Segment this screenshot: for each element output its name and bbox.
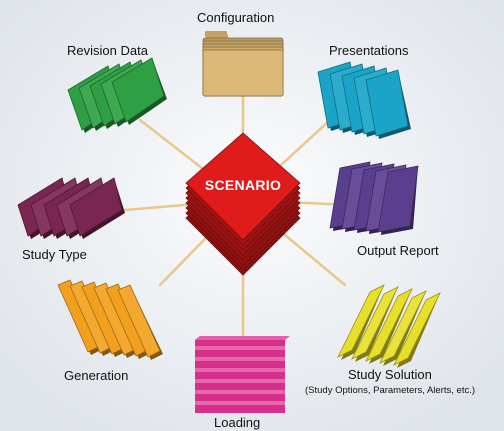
label-presentations: Presentations xyxy=(329,43,409,58)
sheet xyxy=(379,290,427,364)
configuration-folder-icon xyxy=(202,31,284,97)
sheet xyxy=(111,57,165,123)
sheet xyxy=(117,284,161,358)
sheet xyxy=(365,288,413,362)
label-configuration: Configuration xyxy=(197,10,275,25)
label-study-type: Study Type xyxy=(22,247,87,262)
generation-stack-icon xyxy=(57,279,163,360)
block-stripe xyxy=(195,368,285,372)
block-stripe xyxy=(195,346,285,350)
scenario-center-node xyxy=(185,132,301,276)
label-study-solution-sub: (Study Options, Parameters, Alerts, etc.… xyxy=(305,385,476,396)
study-solution-stack-icon xyxy=(337,284,441,368)
label-loading: Loading xyxy=(214,415,261,430)
label-output-report: Output Report xyxy=(357,243,439,258)
label-revision-data: Revision Data xyxy=(67,43,148,58)
sheet xyxy=(351,286,399,360)
label-generation: Generation xyxy=(64,368,129,383)
sheet xyxy=(365,69,409,137)
revision-data-stack-icon xyxy=(67,57,167,133)
sheet xyxy=(69,177,123,237)
block-stripe xyxy=(195,401,285,405)
sheet xyxy=(377,165,419,233)
diamond-top xyxy=(185,132,301,241)
presentations-stack-icon xyxy=(317,61,411,139)
block-top xyxy=(195,336,290,340)
block-stripe xyxy=(195,390,285,394)
block-stripe xyxy=(195,357,285,361)
block-face xyxy=(195,340,285,413)
label-study-solution: Study Solution xyxy=(348,367,432,382)
scenario-label: SCENARIO xyxy=(205,177,281,193)
sheet xyxy=(337,284,385,358)
loading-block-icon xyxy=(195,336,290,413)
output-report-stack-icon xyxy=(329,161,419,235)
study-type-stack-icon xyxy=(17,177,125,239)
folder-sheet xyxy=(202,49,284,97)
block-stripe xyxy=(195,379,285,383)
sheet xyxy=(393,292,441,366)
